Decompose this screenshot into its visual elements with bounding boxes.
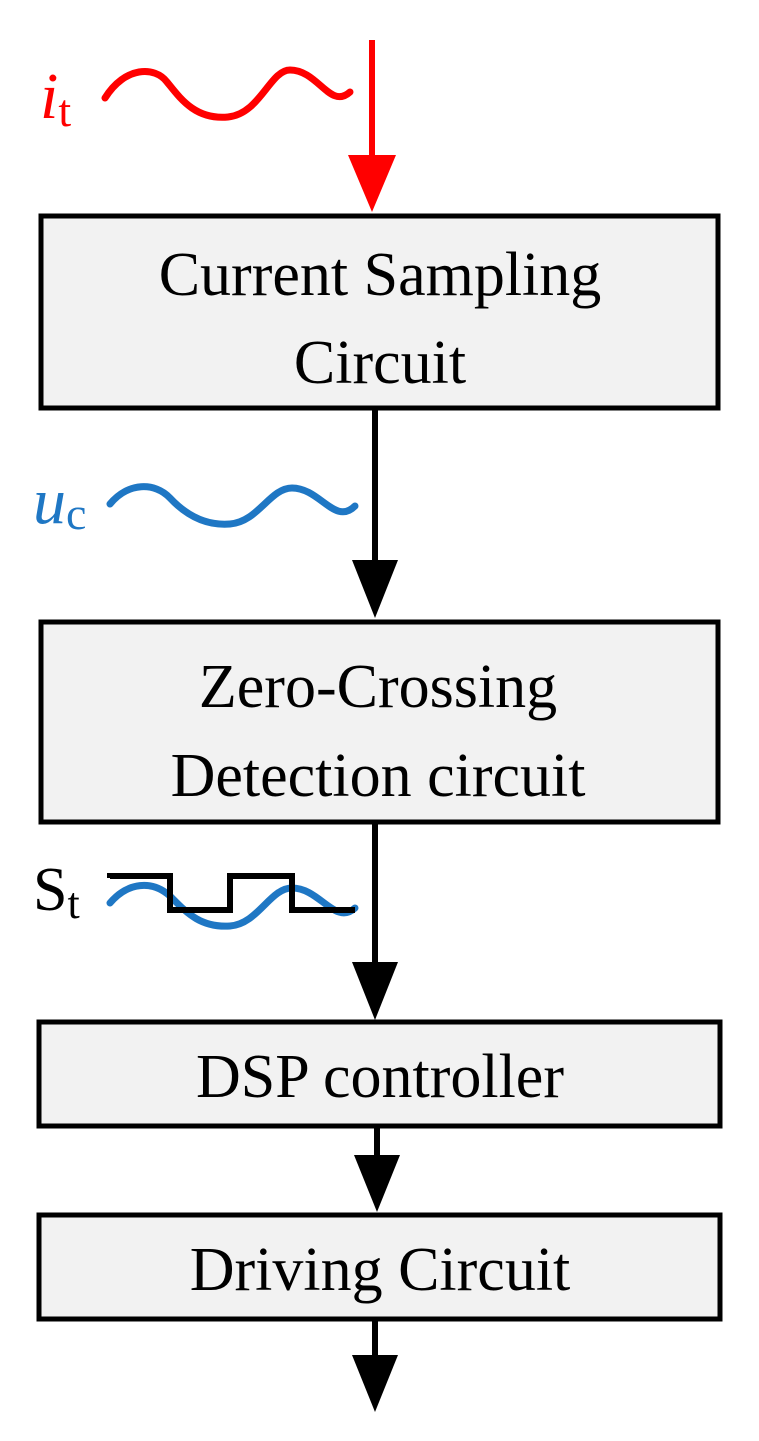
sampled-voltage-label: uc xyxy=(33,465,86,539)
dsp-controller-block: DSP controller xyxy=(36,1019,723,1129)
sampled-voltage-subscript: c xyxy=(66,488,86,539)
square-wave-waveform xyxy=(107,873,355,913)
arrow-dsp-to-driving xyxy=(354,1126,400,1212)
zero-crossing-label-line1: Zero-Crossing xyxy=(199,653,557,721)
driving-circuit-label: Driving Circuit xyxy=(190,1236,571,1304)
square-wave-subscript: t xyxy=(67,879,79,928)
input-current-arrow xyxy=(348,40,396,212)
arrow-zero-crossing-to-dsp xyxy=(352,822,398,1020)
zero-crossing-sine-waveform xyxy=(106,881,359,930)
sampled-voltage-symbol: u xyxy=(33,465,66,538)
input-current-waveform xyxy=(101,66,354,121)
sampled-voltage-waveform xyxy=(106,483,359,528)
zero-crossing-block: Zero-Crossing Detection circuit xyxy=(38,619,721,825)
arrow-sampling-to-zero-crossing xyxy=(352,408,398,618)
current-sampling-block: Current Sampling Circuit xyxy=(38,213,721,411)
square-wave-label: St xyxy=(33,856,80,928)
current-sampling-label-line1: Current Sampling xyxy=(159,241,602,309)
zero-crossing-label-line2: Detection circuit xyxy=(171,742,586,810)
input-current-subscript: t xyxy=(58,85,71,136)
input-current-symbol: i xyxy=(40,60,58,133)
current-sampling-label-line2: Circuit xyxy=(294,329,466,397)
input-current-label: it xyxy=(40,60,71,136)
square-wave-symbol: S xyxy=(33,856,67,924)
dsp-controller-label: DSP controller xyxy=(196,1043,564,1111)
output-arrow xyxy=(352,1319,398,1412)
driving-circuit-block: Driving Circuit xyxy=(36,1212,723,1322)
